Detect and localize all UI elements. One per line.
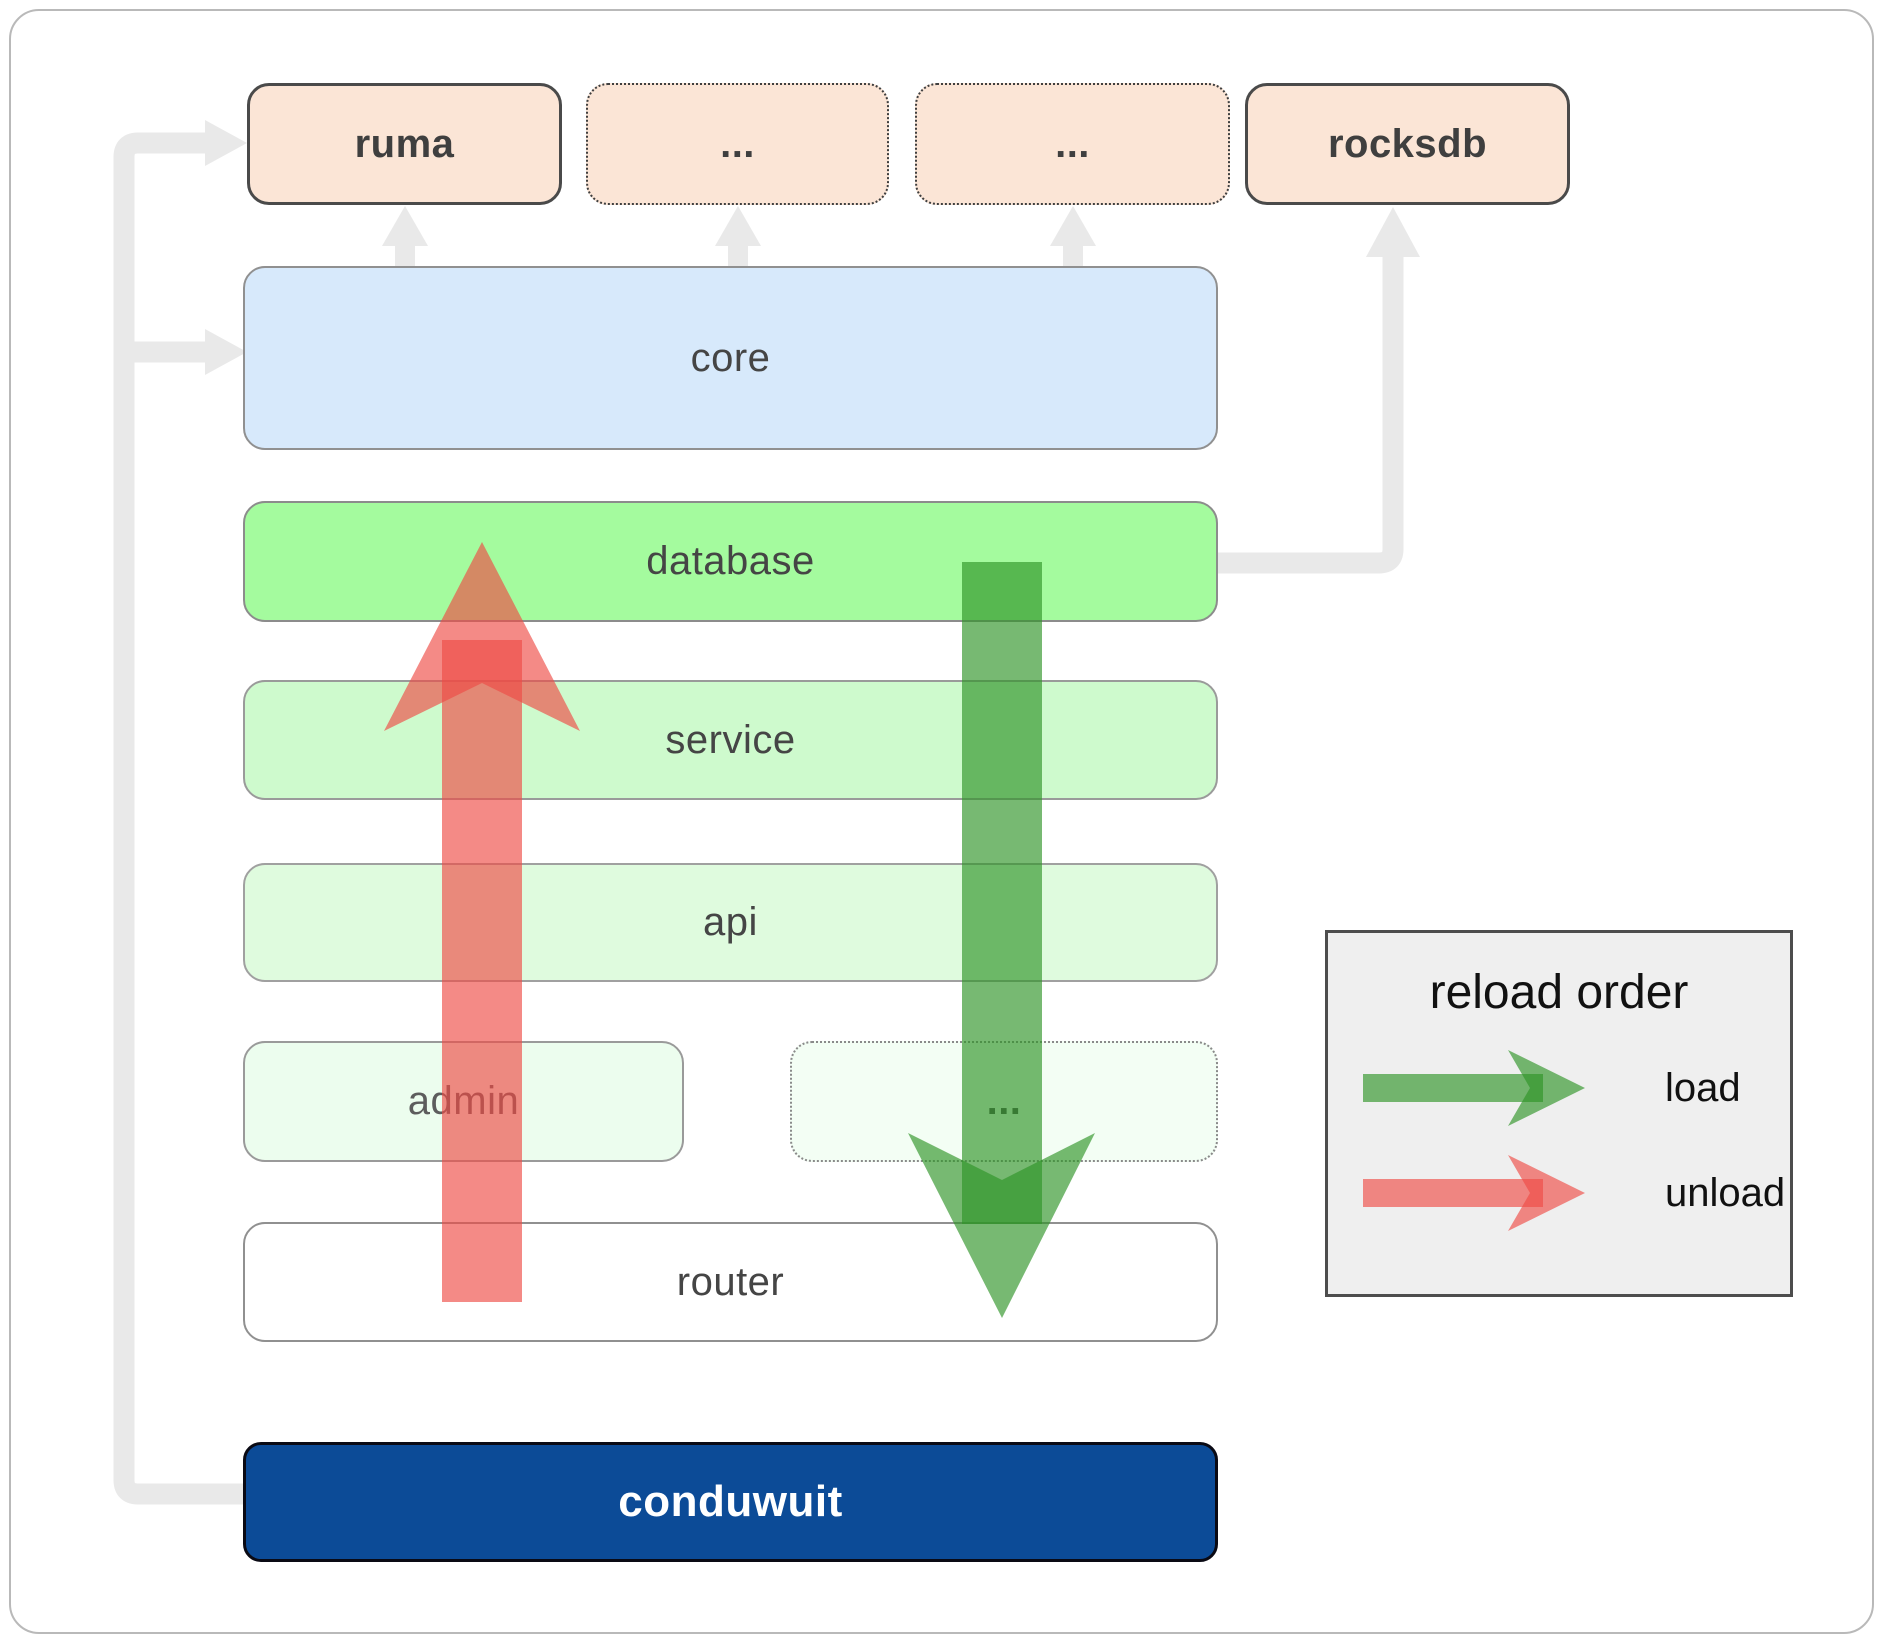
node-admin: admin — [243, 1041, 684, 1162]
legend-row-load: load — [1363, 1041, 1741, 1135]
node-admin-sibling: ... — [790, 1041, 1218, 1162]
node-admin-sibling-label: ... — [986, 1079, 1022, 1123]
node-core: core — [243, 266, 1218, 450]
node-ruma-label: ruma — [354, 121, 455, 166]
node-conduwuit: conduwuit — [243, 1442, 1218, 1562]
node-rocksdb: rocksdb — [1245, 83, 1570, 205]
node-core-label: core — [690, 335, 771, 380]
node-crate-top-1-label: ... — [720, 121, 755, 166]
node-database: database — [243, 501, 1218, 622]
node-service: service — [243, 680, 1218, 800]
node-crate-top-2-label: ... — [1055, 121, 1090, 166]
node-service-label: service — [665, 717, 796, 762]
node-rocksdb-label: rocksdb — [1327, 121, 1488, 166]
node-router: router — [243, 1222, 1218, 1342]
legend-unload-label: unload — [1665, 1170, 1786, 1215]
node-api-label: api — [703, 900, 758, 944]
node-api: api — [243, 863, 1218, 982]
node-crate-top-1: ... — [586, 83, 889, 205]
node-database-label: database — [646, 539, 815, 583]
node-crate-top-2: ... — [915, 83, 1230, 205]
legend-load-arrow-icon — [1363, 1050, 1585, 1126]
node-ruma: ruma — [247, 83, 562, 205]
node-router-label: router — [676, 1259, 785, 1304]
legend-load-label: load — [1665, 1065, 1741, 1110]
legend-unload-arrow-icon — [1363, 1155, 1585, 1231]
diagram-outer-border — [9, 9, 1874, 1634]
node-conduwuit-label: conduwuit — [618, 1477, 843, 1526]
legend-title: reload order — [1429, 966, 1689, 1019]
node-admin-label: admin — [407, 1079, 520, 1123]
legend: reload order load unload — [1325, 930, 1793, 1297]
legend-row-unload: unload — [1363, 1146, 1785, 1240]
